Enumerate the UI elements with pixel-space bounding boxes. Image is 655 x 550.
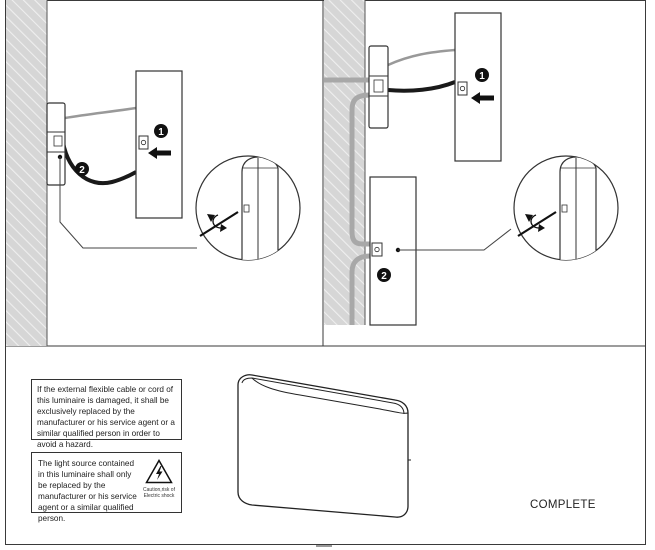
conduit-upper	[349, 92, 371, 247]
wall-left	[6, 0, 47, 346]
screw-icon	[138, 135, 149, 150]
wall-right	[324, 0, 365, 325]
callout-line	[59, 157, 197, 249]
right-panel: 1 2	[324, 0, 619, 326]
mains-cable-gray	[64, 106, 137, 120]
step-one-label: 1	[158, 127, 164, 138]
electric-shock-warning: Caution,risk of Electric shock	[142, 458, 176, 499]
screw-icon	[457, 81, 468, 96]
light-source-note: The light source contained in this lumin…	[31, 452, 182, 523]
shock-caption: Caution,risk of Electric shock	[143, 487, 175, 499]
cable-warning-note: If the external flexible cable or cord o…	[31, 379, 182, 449]
completed-luminaire	[237, 374, 411, 518]
light-source-text: The light source contained in this lumin…	[38, 459, 137, 523]
screw-icon	[371, 242, 383, 257]
cable-warning-text: If the external flexible cable or cord o…	[37, 385, 175, 449]
callout-line-right	[398, 228, 512, 251]
step-one-marker	[475, 68, 489, 82]
rotate-screw-icon	[199, 211, 239, 237]
power-cable-black	[60, 135, 137, 186]
left-panel: 1 2	[6, 0, 301, 346]
step-one-label: 1	[479, 71, 485, 82]
step-two-marker	[75, 162, 89, 176]
step-two-label: 2	[381, 271, 387, 282]
conduit-lower	[349, 253, 371, 325]
step-two-label: 2	[79, 165, 85, 176]
mains-cable-gray-right	[387, 48, 456, 67]
arrow-left-icon	[471, 92, 494, 104]
power-cable-black-right	[387, 80, 456, 93]
complete-label: COMPLETE	[530, 499, 596, 511]
arrow-left-icon	[148, 147, 171, 159]
step-one-marker	[154, 124, 168, 138]
electric-shock-warning-icon	[145, 458, 173, 484]
step-two-marker	[377, 268, 391, 282]
rotate-screw-icon	[517, 211, 557, 237]
